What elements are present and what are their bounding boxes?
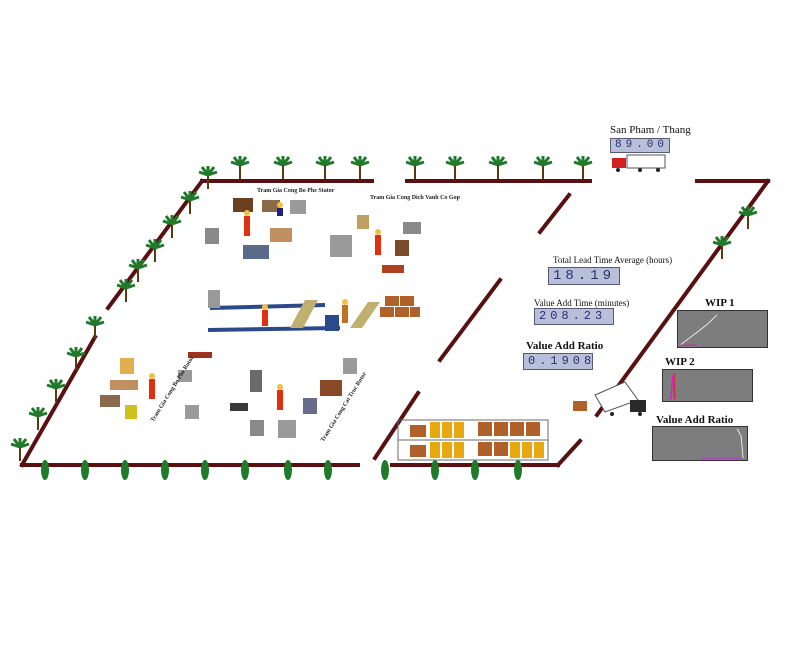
value-add-ratio-readout: 0.1908 [523,353,593,370]
tree-icon [471,460,479,480]
tree-icon [514,460,522,480]
rotor-shaft-station-equipment [230,358,357,438]
palm-tree-icon [128,259,148,282]
worker-icon [277,384,283,410]
palm-tree-icon [405,156,425,179]
worker-icon [149,373,155,399]
palm-tree-icon [533,156,553,179]
wip1-trend-line [679,314,718,346]
palm-tree-icon [712,236,732,259]
cypress-trees [41,460,522,480]
wip1-chart-label: WIP 1 [705,297,735,309]
tree-icon [431,460,439,480]
wip2-spike [670,374,676,400]
palm-tree-icon [145,239,165,262]
palm-trees [10,156,758,461]
palm-tree-icon [445,156,465,179]
outgoing-truck-icon [573,381,646,416]
palm-tree-icon [10,438,30,461]
tree-icon [284,460,292,480]
products-per-month-label: San Pham / Thang [610,124,691,136]
palm-tree-icon [28,407,48,430]
palm-tree-icon [350,156,370,179]
stator-station-equipment [205,198,306,259]
palm-tree-icon [162,215,182,238]
palm-tree-icon [180,191,200,214]
warehouse-racks [397,419,549,461]
wip1-chart [677,310,768,348]
rotor-station-equipment [100,352,212,419]
drum-icon [430,422,544,458]
palm-tree-icon [315,156,335,179]
value-add-ratio-chart [652,426,748,461]
commutator-station-equipment [330,215,421,273]
worker-icon [244,210,250,236]
wip2-chart [662,369,753,402]
station-label-commutator: Tram Gia Cong Dich Vanh Co Gop [370,195,460,201]
tree-icon [201,460,209,480]
worker-icon [262,304,268,326]
palm-tree-icon [116,279,136,302]
value-add-ratio-chart-label: Value Add Ratio [656,414,734,426]
worker-icon [277,202,283,216]
products-per-month-readout: 89.00 [610,138,670,153]
tree-icon [161,460,169,480]
tree-icon [241,460,249,480]
incoming-truck-icon [612,154,666,172]
palm-tree-icon [230,156,250,179]
palm-tree-icon [198,166,218,189]
tree-icon [121,460,129,480]
palm-tree-icon [66,347,86,370]
palm-tree-icon [46,379,66,402]
value-add-ratio-label: Value Add Ratio [526,340,604,352]
worker-icon [342,299,348,323]
worker-icon [375,229,381,255]
palm-tree-icon [85,316,105,339]
lead-time-readout: 18.19 [548,267,620,285]
tree-icon [324,460,332,480]
value-add-time-label: Value Add Time (minutes) [534,298,630,308]
station-label-stator: Tram Gia Cong Bo Phe Stator [257,188,335,194]
crate-stack-icon [380,296,420,317]
lead-time-label: Total Lead Time Average (hours) [553,255,673,265]
wip2-chart-label: WIP 2 [665,356,695,368]
palm-tree-icon [738,206,758,229]
crate-icon [410,422,540,457]
assembly-conveyor [207,290,420,332]
factory-walls [19,178,771,468]
tree-icon [41,460,49,480]
ratio-curve [736,428,744,459]
palm-tree-icon [488,156,508,179]
tree-icon [81,460,89,480]
value-add-time-readout: 208.23 [534,308,614,325]
palm-tree-icon [573,156,593,179]
palm-tree-icon [273,156,293,179]
tree-icon [381,460,389,480]
